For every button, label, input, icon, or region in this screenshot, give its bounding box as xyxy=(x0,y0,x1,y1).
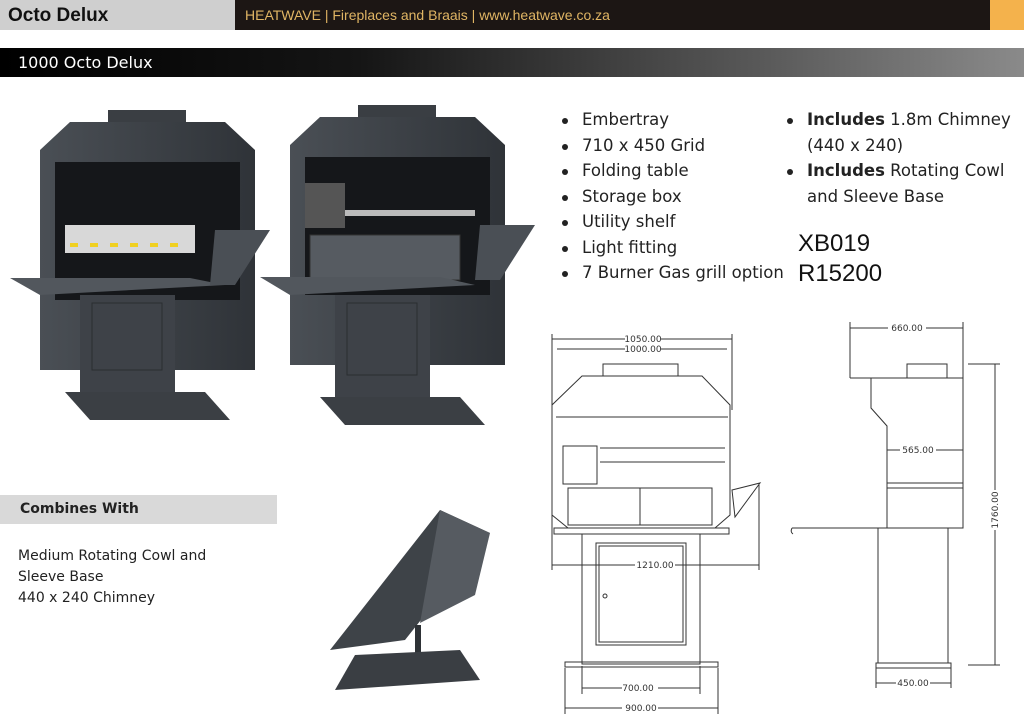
feature-item: Storage box xyxy=(562,184,784,210)
feature-item: Embertray xyxy=(562,107,784,133)
page-title: Octo Delux xyxy=(0,0,235,30)
feature-item: Utility shelf xyxy=(562,209,784,235)
rotating-cowl-render xyxy=(330,510,490,690)
combines-text: Medium Rotating Cowl and Sleeve Base 440… xyxy=(18,546,206,609)
dim-outer-width: 1050.00 xyxy=(624,335,661,345)
side-drawing: 660.00 565.00 1760.00 450.00 xyxy=(790,322,1002,689)
braai-render-grill xyxy=(10,110,270,420)
dim-depth: 660.00 xyxy=(891,324,923,334)
feature-item: Light fitting xyxy=(562,235,784,261)
braai-render-drawers xyxy=(260,105,535,425)
includes-list: Includes 1.8m Chimney (440 x 240) Includ… xyxy=(787,107,1022,209)
product-images xyxy=(10,105,535,425)
combines-line: Sleeve Base xyxy=(18,569,104,585)
feature-list: Embertray 710 x 450 Grid Folding table S… xyxy=(562,107,784,286)
feature-item: Folding table xyxy=(562,158,784,184)
accent-block xyxy=(990,0,1024,30)
includes-item: Includes Rotating Cowl and Sleeve Base xyxy=(787,158,1022,209)
brand-banner: HEATWAVE | Fireplaces and Braais | www.h… xyxy=(235,0,990,30)
price: R15200 xyxy=(798,260,883,287)
feature-item: 710 x 450 Grid xyxy=(562,133,784,159)
dim-base-width: 700.00 xyxy=(622,684,654,694)
model-title: 1000 Octo Delux xyxy=(0,48,1024,77)
dim-foot-width: 900.00 xyxy=(625,704,657,714)
dim-base-depth: 450.00 xyxy=(897,679,929,689)
dim-inner-width: 1000.00 xyxy=(624,345,661,355)
dim-height: 1760.00 xyxy=(991,491,1001,528)
product-code: XB019 xyxy=(798,230,871,257)
combines-heading: Combines With xyxy=(0,495,277,524)
includes-item: Includes 1.8m Chimney (440 x 240) xyxy=(787,107,1022,158)
feature-item: 7 Burner Gas grill option xyxy=(562,260,784,286)
dim-inner-depth: 565.00 xyxy=(902,446,934,456)
combines-line: 440 x 240 Chimney xyxy=(18,590,156,606)
front-drawing: 1050.00 1000.00 1210.00 700.00 900.00 xyxy=(551,333,762,714)
combines-line: Medium Rotating Cowl and xyxy=(18,548,207,564)
dim-table-width: 1210.00 xyxy=(636,561,673,571)
